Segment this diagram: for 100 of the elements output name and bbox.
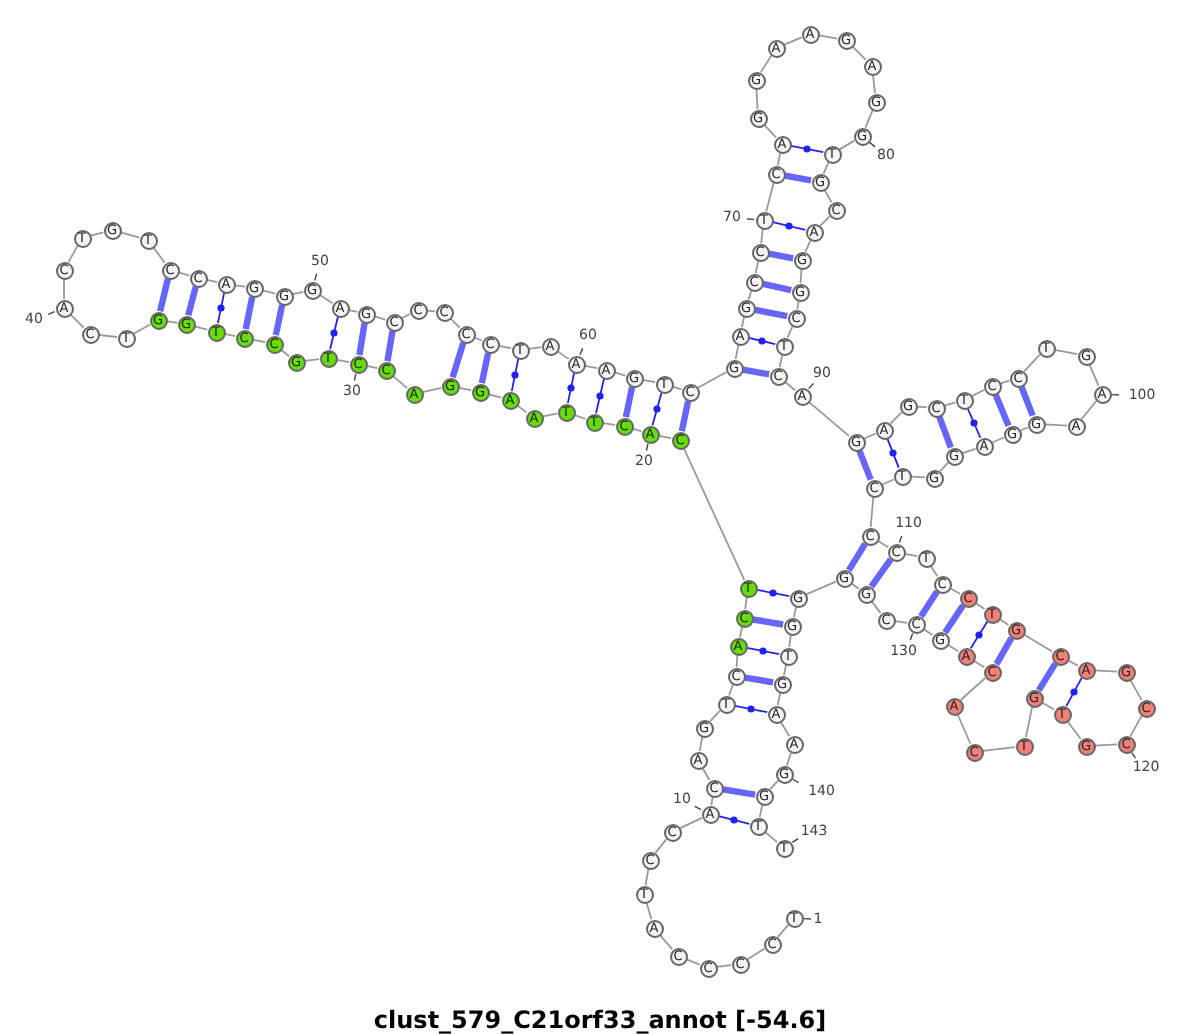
backbone-line [910, 475, 926, 479]
base-pair-line [742, 366, 770, 378]
backbone-line [426, 309, 436, 313]
backbone-line [735, 654, 739, 668]
backbone-line [69, 313, 85, 329]
backbone-line [863, 432, 877, 440]
base-pair-line [733, 704, 769, 714]
base-pair-line [272, 304, 286, 336]
backbone-line [783, 36, 803, 46]
backbone-line [765, 181, 775, 213]
base-pair-line [752, 616, 784, 628]
backbone-line [698, 735, 704, 753]
base-pair-line [918, 589, 940, 619]
backbone-line [946, 643, 960, 653]
backbone-line [152, 246, 166, 264]
base-pair-line [789, 144, 825, 154]
base-pair-line [678, 400, 692, 432]
backbone-line [1094, 743, 1118, 747]
backbone-line [1094, 669, 1118, 673]
backbone-line [959, 677, 987, 701]
base-pair-line [717, 815, 751, 825]
backbone-line [819, 215, 831, 227]
base-pair-line [651, 391, 663, 427]
backbone-line [822, 161, 830, 175]
backbone-line [1053, 348, 1079, 356]
backbone-line [851, 45, 867, 61]
base-pair-line [784, 172, 812, 184]
backbone-line [763, 123, 777, 139]
backbone-line [864, 109, 874, 129]
base-pair-line [1065, 677, 1083, 707]
diagram-title: clust_579_C21orf33_annot [-54.6] [371, 1004, 829, 1034]
backbone-line [1019, 426, 1029, 432]
base-pair-line [216, 291, 226, 325]
backbone-line [541, 412, 559, 418]
backbone-line [889, 411, 903, 425]
backbone-line [63, 278, 65, 300]
backbone-line [982, 746, 1016, 752]
backbone-line [776, 923, 790, 939]
backbone-line [728, 683, 734, 697]
backbone-line [644, 867, 650, 887]
base-pair-line [622, 386, 636, 418]
base-pair-line [768, 250, 794, 262]
backbone-line [1066, 720, 1082, 740]
base-pair-line [1036, 661, 1058, 693]
base-pair-line [969, 620, 989, 650]
backbone-line [785, 751, 793, 767]
base-pair-line [566, 371, 576, 405]
base-pair-line [886, 437, 900, 469]
base-pair-line [478, 352, 492, 384]
backbone-line [89, 231, 105, 237]
backbone-line [98, 334, 118, 338]
backbone-line [421, 387, 443, 393]
backbone-line [449, 317, 461, 329]
backbone-line [805, 580, 837, 596]
backbone-line [876, 539, 890, 549]
backbone-line [654, 838, 668, 854]
base-pair-line [449, 341, 467, 379]
backbone-line [869, 496, 875, 528]
base-pair-line [384, 330, 396, 362]
base-pair-line [754, 306, 788, 320]
backbone-line [769, 779, 779, 791]
backbone-line [613, 371, 627, 377]
base-pair-line [846, 541, 868, 573]
backbone-line [872, 74, 876, 94]
backbone-line [1024, 705, 1034, 739]
base-pair-line [722, 786, 756, 798]
backbone-line [645, 901, 653, 921]
base-pair-line [856, 449, 874, 481]
base-pair-line [744, 674, 774, 686]
backbone-line [804, 239, 812, 253]
backbone-line [1129, 714, 1143, 738]
backbone-line [956, 713, 972, 745]
base-pair-line [595, 377, 605, 415]
backbone-line [709, 709, 721, 723]
backbone-line [391, 374, 409, 390]
backbone-line [943, 401, 957, 407]
base-pair-line [329, 315, 339, 351]
base-pair-line [936, 415, 954, 449]
backbone-line [961, 447, 977, 455]
backbone-line [746, 947, 766, 961]
backbone-line [119, 231, 141, 239]
base-pair-line [1018, 385, 1036, 417]
base-pair-line [157, 278, 171, 312]
backbone-line [939, 461, 949, 473]
backbone-line [1088, 363, 1100, 387]
base-pair-line [993, 636, 1015, 666]
backbone-line [786, 325, 794, 339]
base-pair-line [868, 557, 894, 589]
base-pair-line [942, 603, 966, 635]
backbone-line [818, 34, 838, 40]
base-pair-line [992, 393, 1012, 427]
base-pair-line [747, 337, 777, 345]
backbone-line [132, 323, 152, 335]
base-pair-line [966, 407, 982, 439]
backbone-line [1044, 423, 1068, 427]
backbone-line [838, 139, 856, 151]
backbone-line [193, 325, 209, 331]
backbone-line [972, 659, 986, 669]
backbone-line [916, 405, 928, 409]
backbone-line [177, 271, 191, 277]
